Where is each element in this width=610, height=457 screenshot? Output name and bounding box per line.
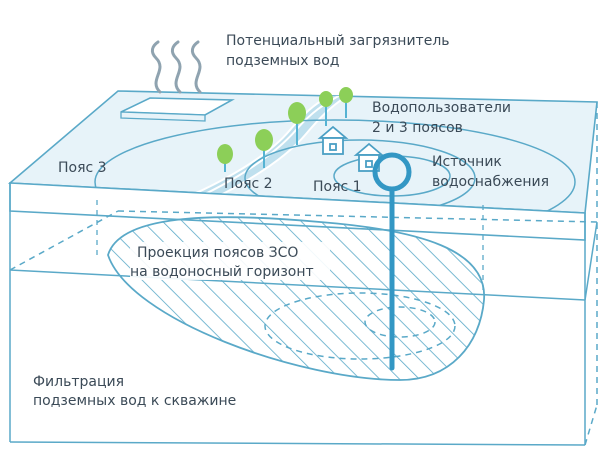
filtration-label-line1: Фильтрация [33,374,124,390]
source-label-line1: Источник [432,154,502,170]
tree-icon [339,87,353,118]
block-back-bottom [584,404,598,446]
aquifer-top-right [584,221,598,301]
tree-icon [217,144,233,172]
tree-icon [288,102,306,145]
aquifer-top-left [9,210,119,271]
users-label-line2: 2 и 3 поясов [372,120,463,136]
block-bottom-edge [9,441,586,446]
users-label-line1: Водопользователи [372,100,511,116]
zone2-projection [264,292,456,360]
tree-icon [255,129,273,168]
zone2-ellipse [244,139,476,213]
pollutant-label-line1: Потенциальный загрязнитель [226,33,450,49]
filtration-label-bg [30,372,250,410]
pollutant-label-line2: подземных вод [226,53,339,69]
zone-projection-hatched [107,216,485,381]
zone1-label: Пояс 1 [313,179,362,195]
zone2-label: Пояс 2 [224,176,273,192]
projection-label-line1: Проекция поясов ЗСО [137,245,298,261]
pollutant-slab-side [120,111,206,122]
fume-icon [170,40,182,94]
fume-icon [150,40,162,94]
aquifer-top-back [117,210,598,223]
house-icon [317,125,349,155]
filtration-label-line2: подземных вод к скважине [33,393,236,409]
zone1-projection [364,306,436,338]
source-label-line2: водоснабжения [432,174,549,190]
tree-icon [319,91,333,126]
projection-label-line2: на водоносный горизонт [130,264,314,280]
projection-label-bg [130,242,330,280]
zone3-ellipse [94,119,576,213]
zone3-label: Пояс 3 [58,160,107,176]
fume-icon [190,40,202,94]
